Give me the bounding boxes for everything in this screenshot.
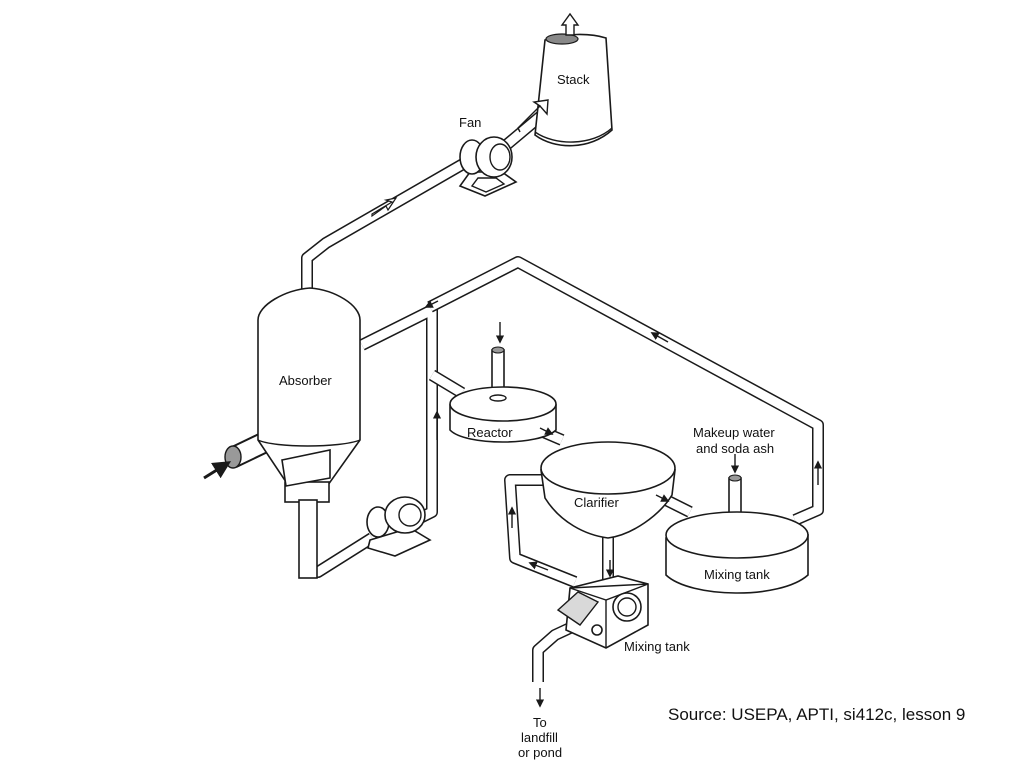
clarifier (540, 441, 676, 539)
label-makeup-line1: Makeup water (693, 425, 775, 440)
label-landfill-line2: landfill (521, 730, 558, 745)
label-makeup-line2: and soda ash (696, 441, 774, 456)
label-mixing-tank-bottom: Mixing tank (624, 639, 690, 654)
pipe-pump-to-absorber-top (359, 304, 438, 526)
label-absorber: Absorber (279, 373, 332, 388)
label-clarifier: Clarifier (574, 495, 619, 510)
fan (458, 136, 518, 197)
pump (366, 496, 432, 557)
mixing-tank-right (665, 511, 809, 594)
label-stack: Stack (557, 72, 590, 87)
pipe-to-landfill (532, 622, 573, 682)
flow-arrows (203, 197, 823, 708)
source-caption: Source: USEPA, APTI, si412c, lesson 9 (668, 705, 966, 724)
mixing-tank-bottom (556, 575, 649, 649)
label-reactor: Reactor (467, 425, 513, 440)
reactor-feed-pipe (491, 346, 505, 399)
label-mixing-tank-right: Mixing tank (704, 567, 770, 582)
label-landfill-line1: To (533, 715, 547, 730)
absorber (257, 287, 361, 579)
pipe-mixing-tank-return-loop (427, 256, 824, 526)
makeup-feed-pipe (728, 474, 742, 525)
label-landfill-line3: or pond (518, 745, 562, 760)
reactor (449, 386, 557, 443)
label-fan: Fan (459, 115, 481, 130)
pipe-recycle-to-reactor (428, 369, 466, 399)
pipe-absorber-to-fan (301, 154, 473, 300)
stack (517, 12, 613, 147)
